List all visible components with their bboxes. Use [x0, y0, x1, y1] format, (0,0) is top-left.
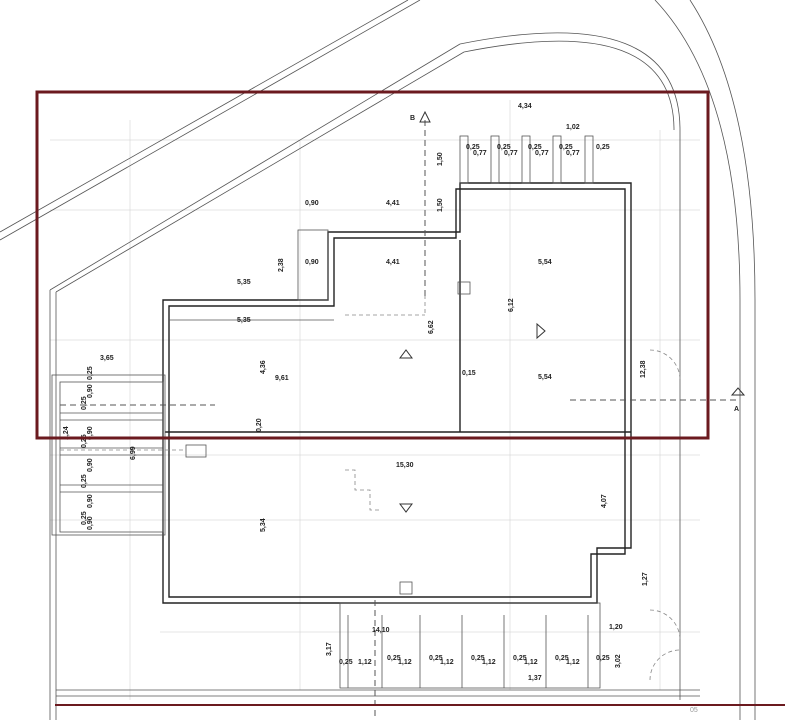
- dim-label: 5,54: [538, 259, 552, 266]
- dim-label: 0,77: [504, 150, 518, 157]
- dim-label: 0,90: [87, 384, 94, 398]
- dim-label: 6,62: [428, 320, 435, 334]
- dim-label: 0,77: [535, 150, 549, 157]
- dim-label: 4,41: [386, 259, 400, 266]
- dim-label: 0,25: [466, 144, 480, 151]
- dim-label: 0,25: [596, 655, 610, 662]
- dim-label: 1,50: [437, 152, 444, 166]
- section-lines: B A 05: [60, 110, 746, 720]
- dim-label: 1,02: [566, 124, 580, 131]
- top-posts: [459, 135, 594, 184]
- dim-label: 0,20: [256, 418, 263, 432]
- dim-label: 0,25: [513, 655, 527, 662]
- dim-label: 0,25: [387, 655, 401, 662]
- dim-label: 6,12: [508, 298, 515, 312]
- dim-label: 1,12: [358, 659, 372, 666]
- section-marker-icon: [730, 387, 746, 396]
- dim-label: 14,10: [372, 627, 390, 634]
- dimension-labels: 4,34 1,02 0,25 0,25 0,25 0,25 0,25 0,77 …: [63, 103, 649, 682]
- dim-label: 0,25: [429, 655, 443, 662]
- dim-label: 0,77: [566, 150, 580, 157]
- dim-label: 6,99: [130, 446, 137, 460]
- dim-label: 0,25: [555, 655, 569, 662]
- highlight-selection-box: [35, 90, 710, 440]
- dim-label: 0,25: [81, 511, 88, 525]
- dim-label: 0,25: [339, 659, 353, 666]
- dim-label: 4,36: [260, 360, 267, 374]
- dim-label: 9,61: [275, 375, 289, 382]
- dim-label: 1,27: [642, 572, 649, 586]
- dim-label: 3,17: [326, 642, 333, 656]
- dim-label: 0,25: [559, 144, 573, 151]
- dim-label: 5,34: [260, 518, 267, 532]
- dim-label: 1,20: [609, 624, 623, 631]
- dim-label: 0,25: [596, 144, 610, 151]
- dim-label: 0,77: [473, 150, 487, 157]
- dim-label: 1,24: [63, 426, 70, 440]
- dim-label: 1,12: [398, 659, 412, 666]
- dim-label: 0,15: [462, 370, 476, 377]
- dim-label: 5,35: [237, 317, 251, 324]
- dim-label: 1,12: [440, 659, 454, 666]
- sheet-number: 05: [690, 707, 698, 714]
- dim-label: 0,25: [81, 396, 88, 410]
- dim-label: 0,25: [81, 474, 88, 488]
- dim-label: 4,41: [386, 200, 400, 207]
- dim-label: 1,37: [528, 675, 542, 682]
- dim-label: 1,12: [482, 659, 496, 666]
- dim-label: 3,02: [615, 654, 622, 668]
- dim-label: 0,25: [497, 144, 511, 151]
- dim-label: 5,35: [237, 279, 251, 286]
- dim-label: 0,90: [305, 259, 319, 266]
- direction-arrow-icon: [536, 322, 546, 340]
- dim-label: 0,90: [305, 200, 319, 207]
- direction-arrow-icon: [399, 349, 413, 359]
- dim-label: 1,50: [437, 198, 444, 212]
- dim-label: 4,07: [601, 494, 608, 508]
- dim-label: 0,25: [87, 366, 94, 380]
- dim-label: 0,25: [81, 434, 88, 448]
- dim-label: 0,25: [471, 655, 485, 662]
- dim-label: 0,90: [87, 494, 94, 508]
- dim-label: 0,90: [87, 458, 94, 472]
- dim-label: 1,12: [566, 659, 580, 666]
- left-stairs: [51, 281, 471, 595]
- bottom-bays: [339, 349, 681, 689]
- section-marker-icon: [419, 110, 431, 123]
- building-walls: [162, 182, 632, 604]
- section-label-a: A: [734, 406, 739, 413]
- section-label-b: B: [410, 115, 415, 122]
- dim-label: 15,30: [396, 462, 414, 469]
- dim-label: 1,12: [524, 659, 538, 666]
- dim-label: 0,90: [87, 426, 94, 440]
- dim-label: 0,90: [87, 516, 94, 530]
- dim-label: 0,25: [528, 144, 542, 151]
- direction-arrow-icon: [399, 503, 413, 513]
- dim-label: 4,34: [518, 103, 532, 110]
- dim-label: 2,38: [278, 258, 285, 272]
- dim-label: 12,38: [640, 360, 647, 378]
- dim-label: 3,65: [100, 355, 114, 362]
- dim-label: 5,54: [538, 374, 552, 381]
